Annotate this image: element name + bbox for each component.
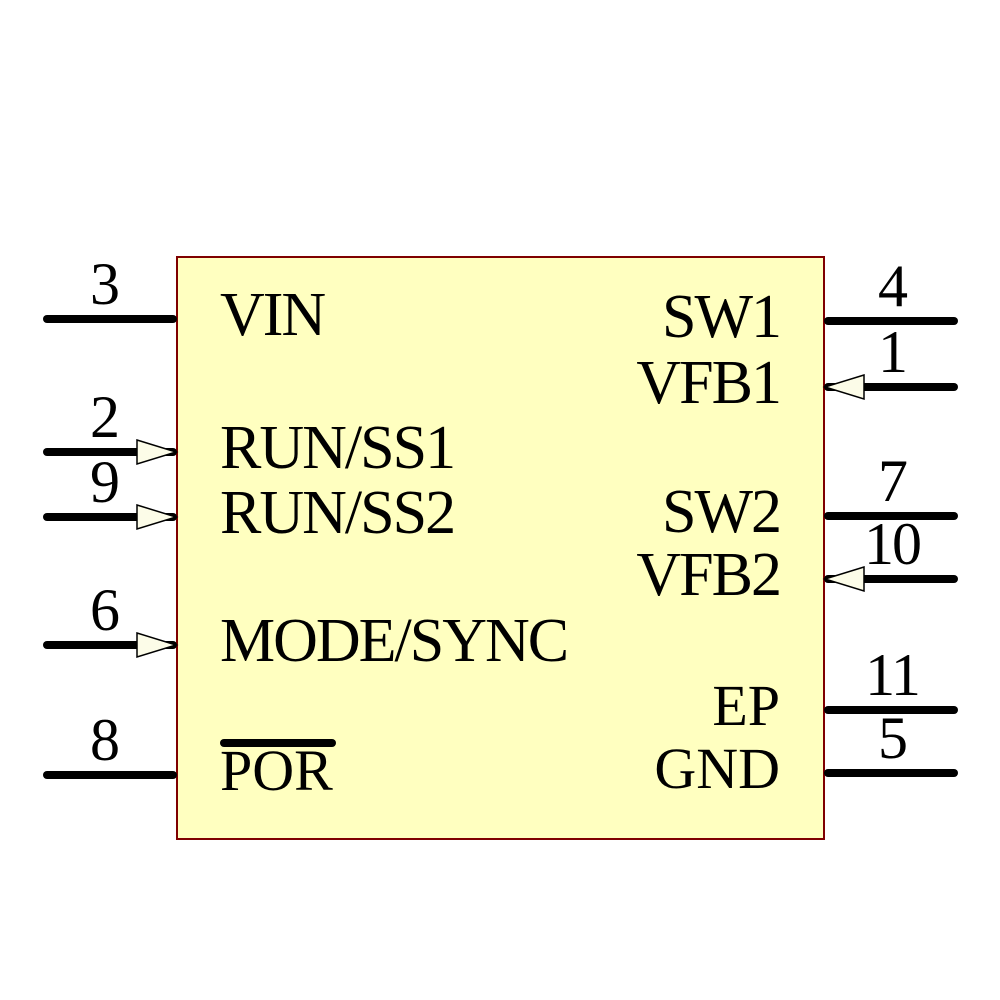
pin-line	[824, 512, 958, 520]
pin-line	[824, 317, 958, 325]
pin-line	[824, 769, 958, 777]
active-low-overbar	[220, 739, 336, 747]
pin-label: VFB2	[636, 541, 782, 609]
pin-number: 9	[90, 449, 120, 515]
pin-input-arrow-icon	[136, 631, 179, 659]
pin-label: MODE/SYNC	[220, 607, 569, 675]
pin-number: 2	[90, 384, 120, 450]
pin-label: SW1	[662, 283, 782, 351]
pin-line	[43, 771, 177, 779]
pin-number: 10	[864, 511, 922, 577]
pin-label: RUN/SS2	[220, 479, 456, 547]
pin-number: 5	[878, 705, 908, 771]
pin-line	[824, 383, 958, 391]
pin-line	[824, 575, 958, 583]
pin-input-arrow-icon	[136, 503, 179, 531]
pin-number: 7	[878, 448, 908, 514]
pin-number: 3	[90, 251, 120, 317]
pin-label: GND	[654, 736, 780, 801]
pin-line	[824, 706, 958, 714]
pin-line	[43, 315, 177, 323]
pin-number: 4	[878, 253, 908, 319]
pin-input-arrow-icon	[822, 373, 865, 401]
pin-input-arrow-icon	[136, 438, 179, 466]
pin-line	[43, 448, 177, 456]
pin-input-arrow-icon	[822, 565, 865, 593]
pin-label: RUN/SS1	[220, 414, 456, 482]
pin-number: 6	[90, 577, 120, 643]
pin-line	[43, 641, 177, 649]
pin-label: POR	[220, 738, 333, 803]
pin-line	[43, 513, 177, 521]
pin-label: SW2	[662, 478, 782, 546]
pin-number: 11	[865, 642, 921, 708]
pin-label: EP	[712, 673, 780, 738]
pin-number: 8	[90, 707, 120, 773]
pin-number: 1	[878, 319, 908, 385]
pin-label: VIN	[220, 281, 326, 349]
pin-label: VFB1	[636, 349, 782, 417]
